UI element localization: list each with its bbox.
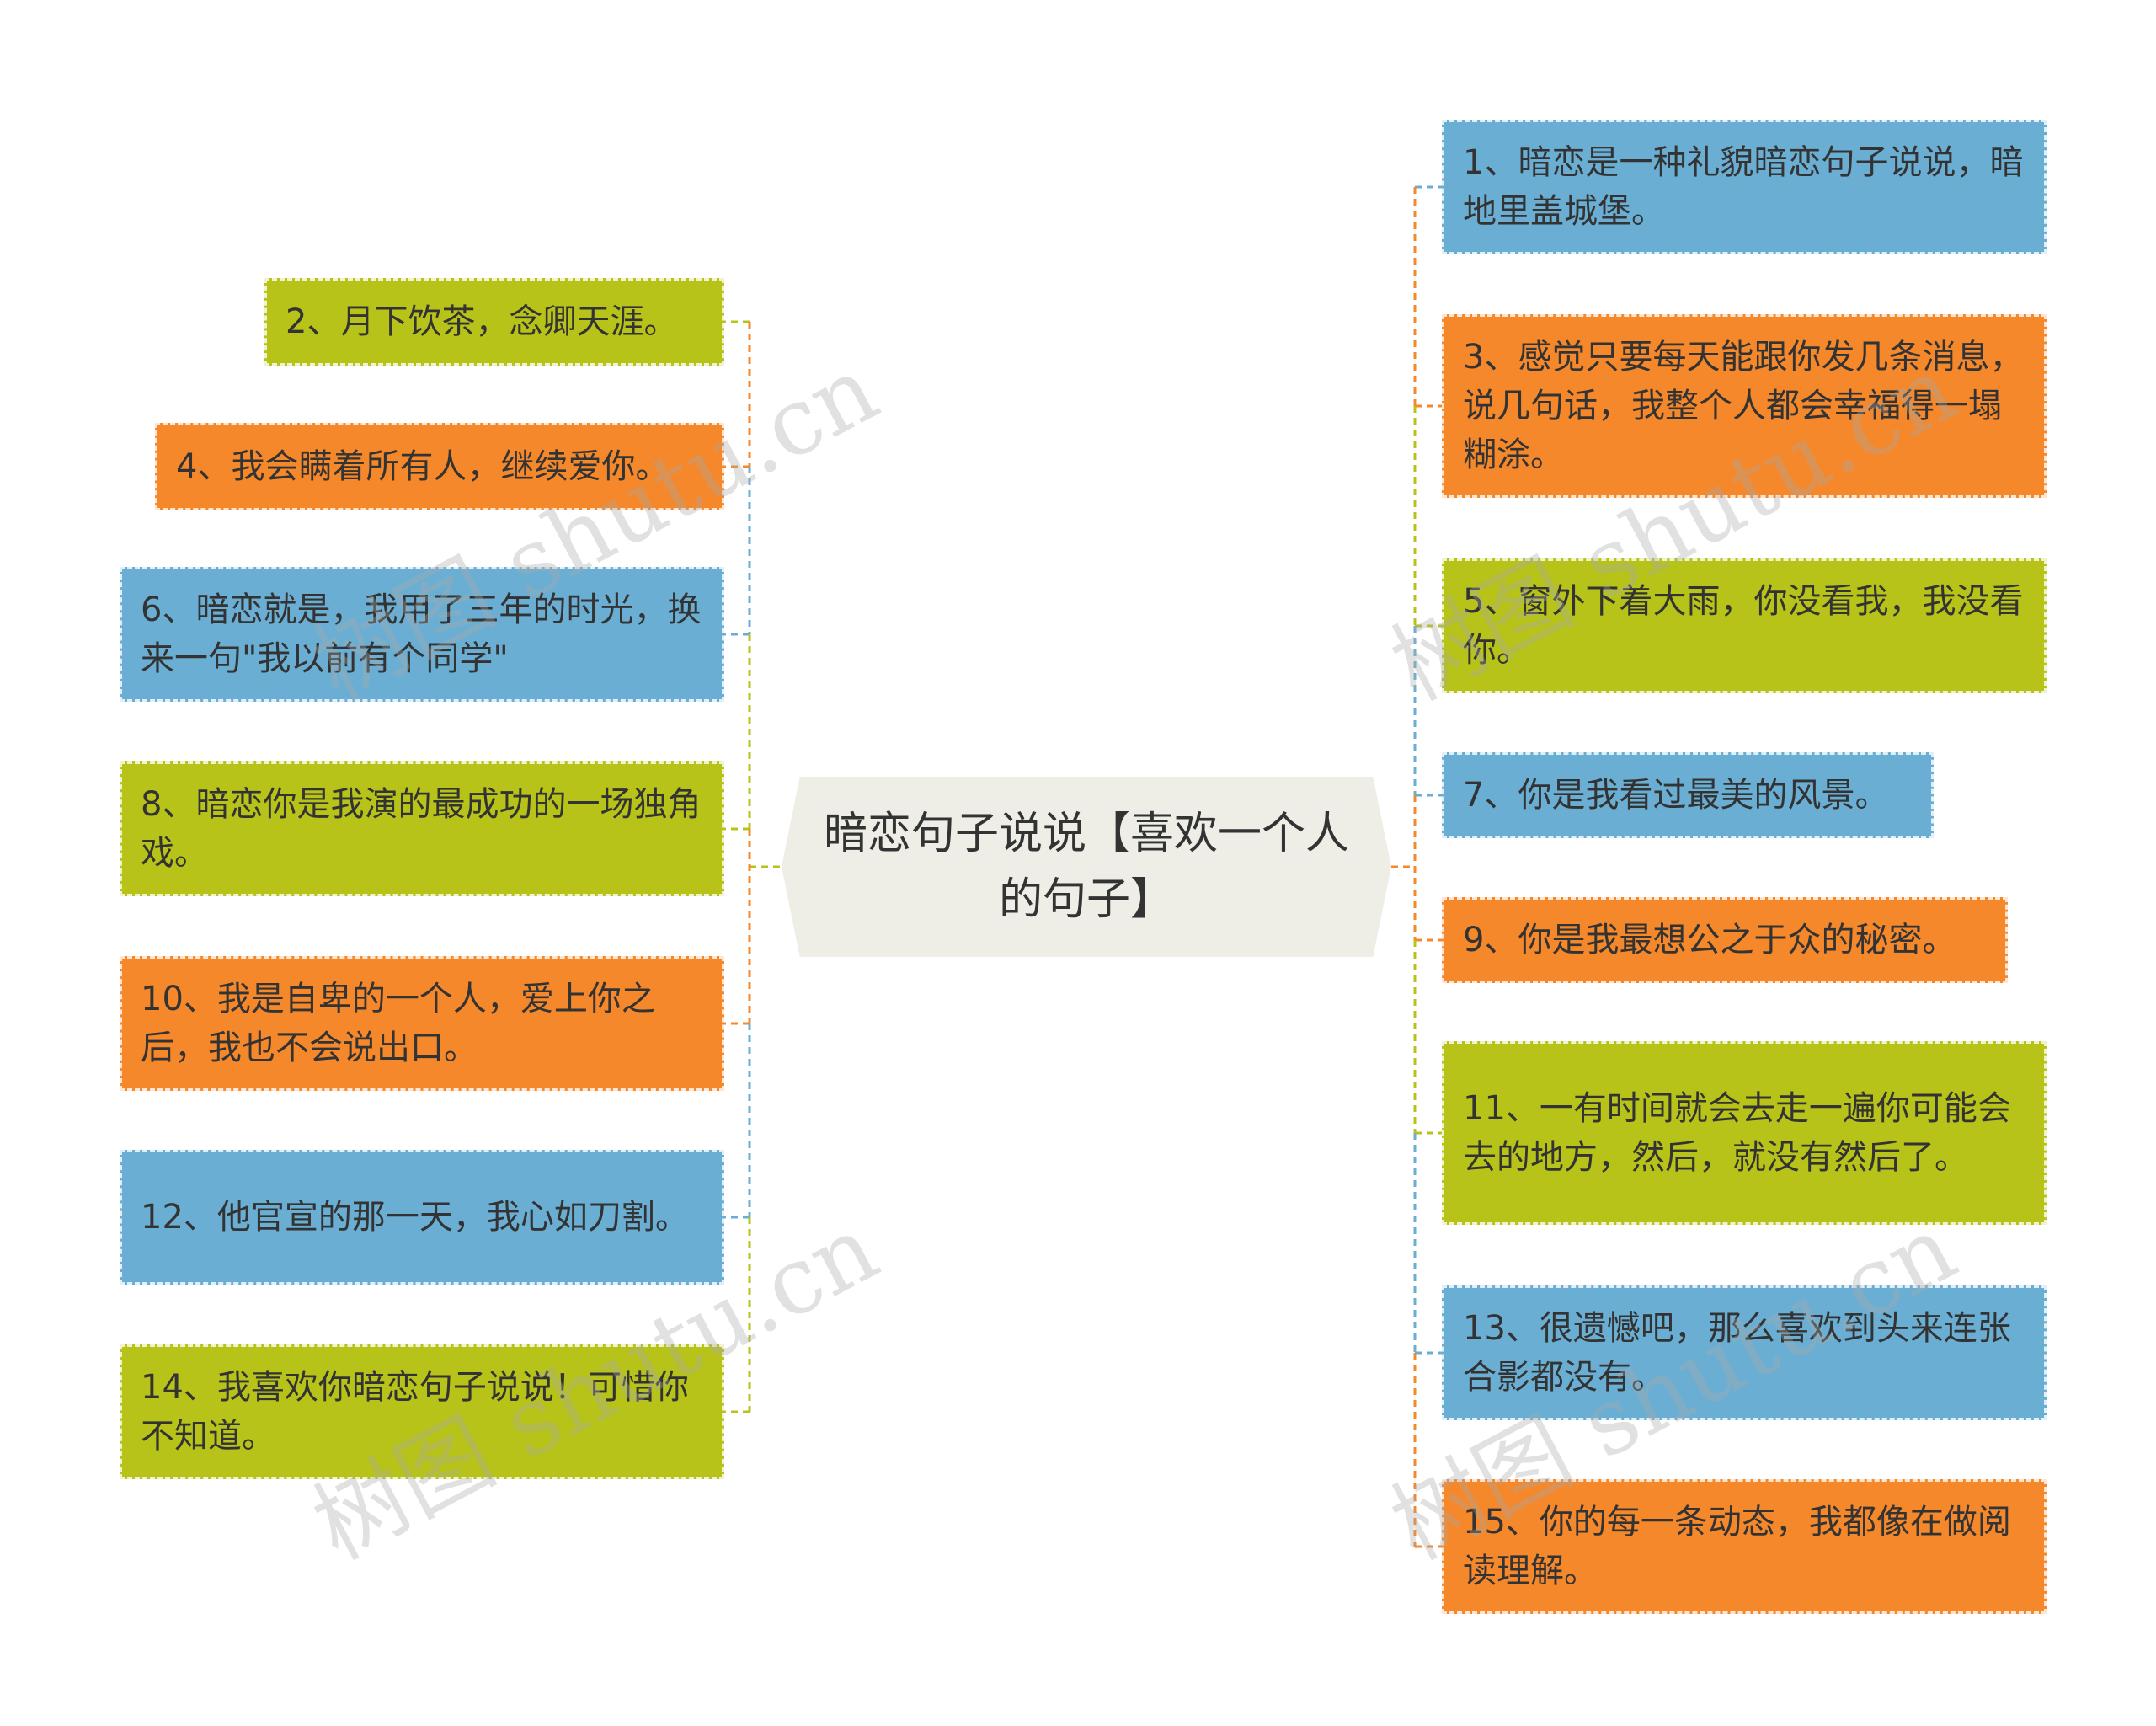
node-label: 6、暗恋就是，我用了三年的时光，换来一句"我以前有个同学" (141, 590, 702, 678)
node-label: 4、我会瞒着所有人，继续爱你。 (176, 447, 670, 486)
node-label: 14、我喜欢你暗恋句子说说！可惜你不知道。 (141, 1368, 689, 1456)
right-node-11[interactable]: 11、一有时间就会去走一遍你可能会去的地方，然后，就没有然后了。 (1442, 1041, 2047, 1225)
node-label: 10、我是自卑的一个人，爱上你之后，我也不会说出口。 (141, 980, 655, 1067)
node-label: 13、很遗憾吧，那么喜欢到头来连张合影都没有。 (1463, 1309, 2011, 1397)
left-node-2[interactable]: 2、月下饮茶，念卿天涯。 (264, 278, 724, 366)
left-node-12[interactable]: 12、他官宣的那一天，我心如刀割。 (120, 1150, 724, 1285)
node-label: 1、暗恋是一种礼貌暗恋句子说说，暗地里盖城堡。 (1463, 143, 2024, 231)
right-node-5[interactable]: 5、窗外下着大雨，你没看我，我没看你。 (1442, 558, 2047, 693)
left-node-6[interactable]: 6、暗恋就是，我用了三年的时光，换来一句"我以前有个同学" (120, 567, 724, 702)
right-node-3[interactable]: 3、感觉只要每天能跟你发几条消息，说几句话，我整个人都会幸福得一塌糊涂。 (1442, 314, 2047, 498)
left-node-10[interactable]: 10、我是自卑的一个人，爱上你之后，我也不会说出口。 (120, 956, 724, 1091)
left-node-8[interactable]: 8、暗恋你是我演的最成功的一场独角戏。 (120, 761, 724, 896)
node-label: 5、窗外下着大雨，你没看我，我没看你。 (1463, 582, 2024, 670)
left-node-4[interactable]: 4、我会瞒着所有人，继续爱你。 (155, 423, 724, 510)
right-node-1[interactable]: 1、暗恋是一种礼貌暗恋句子说说，暗地里盖城堡。 (1442, 120, 2047, 254)
central-topic-label: 暗恋句子说说【喜欢一个人的句子】 (823, 809, 1349, 925)
node-label: 8、暗恋你是我演的最成功的一场独角戏。 (141, 785, 702, 873)
right-node-15[interactable]: 15、你的每一条动态，我都像在做阅读理解。 (1442, 1479, 2047, 1614)
node-label: 7、你是我看过最美的风景。 (1463, 776, 1889, 815)
right-node-7[interactable]: 7、你是我看过最美的风景。 (1442, 752, 1934, 838)
left-node-14[interactable]: 14、我喜欢你暗恋句子说说！可惜你不知道。 (120, 1344, 724, 1479)
node-label: 12、他官宣的那一天，我心如刀割。 (141, 1198, 689, 1237)
node-label: 15、你的每一条动态，我都像在做阅读理解。 (1463, 1503, 2011, 1590)
central-topic[interactable]: 暗恋句子说说【喜欢一个人的句子】 (782, 777, 1391, 957)
right-node-9[interactable]: 9、你是我最想公之于众的秘密。 (1442, 897, 2008, 983)
node-label: 2、月下饮茶，念卿天涯。 (286, 302, 678, 341)
node-label: 9、你是我最想公之于众的秘密。 (1463, 921, 1956, 959)
node-label: 3、感觉只要每天能跟你发几条消息，说几句话，我整个人都会幸福得一塌糊涂。 (1463, 338, 2024, 474)
node-label: 11、一有时间就会去走一遍你可能会去的地方，然后，就没有然后了。 (1463, 1089, 2011, 1177)
right-node-13[interactable]: 13、很遗憾吧，那么喜欢到头来连张合影都没有。 (1442, 1285, 2047, 1420)
